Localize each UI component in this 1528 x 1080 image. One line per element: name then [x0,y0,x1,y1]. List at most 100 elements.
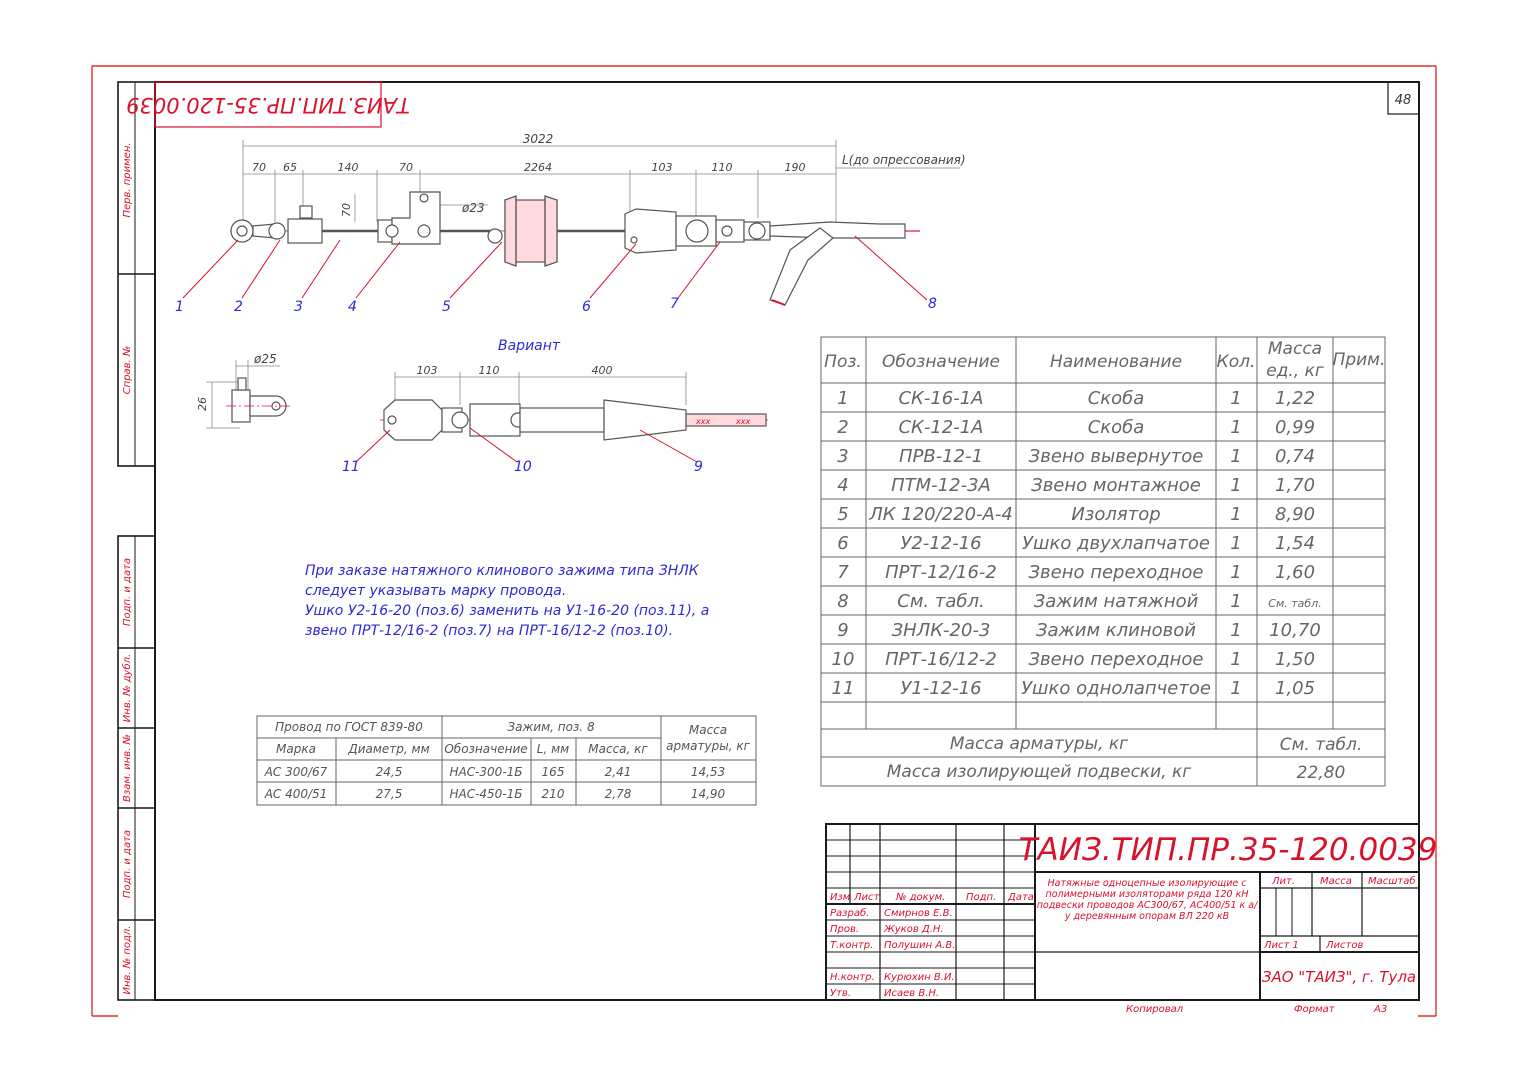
spec-qty: 1 [1230,591,1241,612]
tb-lit: Лит. [1271,876,1295,887]
callout-7: 7 [670,296,679,312]
spec-designation: См. табл. [897,591,984,612]
variant-dim-diameter: ø25 [253,352,277,366]
tb-role-2: Пров. [830,924,859,935]
wire-row-1-l: 165 [542,765,565,779]
title-desc-2: полимерными изоляторами ряда 120 кН [1046,889,1249,900]
wire-row-2-mass: 2,78 [605,787,632,801]
spec-name: Скоба [1088,417,1145,438]
tb-col-date: Дата [1007,892,1034,903]
tb-name-4: Курюхин В.И. [884,972,955,983]
note-line-1: При заказе натяжного клинового зажима ти… [305,563,699,579]
dim-vertical: 70 [340,203,353,217]
title-desc-3: подвески проводов АС300/67, АС400/51 к а… [1037,900,1259,911]
spec-name: Ушко однолапчетое [1021,678,1211,699]
tb-copied: Копировал [1126,1004,1184,1015]
wire-row-1-mass: 2,41 [605,765,632,779]
callout-3: 3 [294,299,303,315]
spec-name: Звено переходное [1028,649,1203,670]
tb-massa: Масса [1320,876,1352,887]
tb-scale: Масштаб [1368,875,1416,887]
spec-mass: 8,90 [1275,504,1315,525]
spec-name: Зажим клиновой [1036,620,1196,641]
title-desc-1: Натяжные одноцепные изолирующие с [1048,878,1248,889]
dim-total: 3022 [523,132,554,146]
spec-mass: 1,60 [1275,562,1315,583]
side-label-inv-podl: Инв. № подл. [122,926,133,995]
dim-190: 190 [785,161,806,174]
spec-qty: 1 [1230,649,1241,670]
callout-4: 4 [348,299,357,315]
spec-pos: 9 [837,620,848,641]
variant-callout-9: 9 [694,459,703,475]
spec-name: Звено монтажное [1031,475,1201,496]
variant-title: Вариант [498,338,561,354]
spec-mass: 0,99 [1275,417,1315,438]
spec-name: Изолятор [1071,504,1160,525]
spec-name: Звено переходное [1028,562,1203,583]
spec-head-name: Наименование [1050,352,1182,372]
spec-mass: 10,70 [1269,620,1321,641]
spec-designation: ПРТ-12/16-2 [885,562,997,583]
wire-table [256,715,757,806]
spec-designation: СК-12-1А [898,417,983,438]
dim-70b: 70 [399,161,413,174]
wire-table-group-wire: Провод по ГОСТ 839-80 [275,720,423,734]
callout-6: 6 [582,299,591,315]
dim-140: 140 [338,161,359,174]
tb-role-4: Н.контр. [830,972,875,983]
spec-name: Звено вывернутое [1029,446,1204,467]
side-label-vzam: Взам. инв. № [122,734,133,802]
spec-qty: 1 [1230,504,1241,525]
spec-head-pos: Поз. [824,352,862,372]
wire-table-col-desig: Обозначение [444,742,527,756]
spec-qty: 1 [1230,562,1241,583]
spec-name: Зажим натяжной [1034,591,1199,612]
dim-65: 65 [283,161,297,174]
tb-col-list: Лист [853,892,881,903]
wire-row-2-diam: 27,5 [376,787,403,801]
wire-row-2-total: 14,90 [691,787,726,801]
spec-mass: 0,74 [1275,446,1315,467]
wire-row-2-desig: НАС-450-1Б [449,787,522,801]
tb-name-1: Смирнов Е.В. [884,908,953,919]
wire-row-1-mark: АС 300/67 [264,765,328,779]
spec-head-note: Прим. [1333,350,1386,370]
dim-diameter: ø23 [461,201,485,215]
spec-mass: См. табл. [1268,597,1321,610]
spec-designation: ПРВ-12-1 [899,446,983,467]
note-line-3: Ушко У2-16-20 (поз.6) заменить на У1-16-… [305,603,710,619]
dim-length-label: L(до опрессования) [842,153,966,167]
spec-head-qty: Кол. [1217,352,1256,372]
spec-designation: ПРТ-16/12-2 [885,649,997,670]
spec-mass: 1,05 [1275,678,1315,699]
spec-qty: 1 [1230,388,1241,409]
callout-2: 2 [234,299,243,315]
spec-footer-value-1: См. табл. [1280,735,1363,755]
tb-name-5: Исаев В.Н. [884,988,939,999]
spec-designation: ЛК 120/220-А-4 [868,504,1013,525]
side-label-podp1: Подп. и дата [122,558,133,626]
spec-table-grid [820,336,1386,787]
spec-mass: 1,54 [1275,533,1315,554]
spec-designation: ЗНЛК-20-3 [892,620,991,641]
title-code: ТАИЗ.ТИП.ПР.35-120.0039 [1019,832,1438,868]
side-label-sprav: Справ. № [122,346,133,395]
dim-70a: 70 [252,161,266,174]
note-line-2: следует указывать марку провода. [305,583,567,599]
variant-drawing: Вариант 103 110 400 ø25 26 [196,338,770,475]
note-line-4: звено ПРТ-12/16-2 (поз.7) на ПРТ-16/12-2… [305,623,674,639]
spec-pos: 3 [837,446,848,467]
variant-dim-110: 110 [479,364,500,377]
spec-qty: 1 [1230,475,1241,496]
callout-5: 5 [442,299,451,315]
tb-format: Формат [1294,1004,1336,1015]
wire-row-1-diam: 24,5 [376,765,403,779]
spec-footer-label-2: Масса изолирующей подвески, кг [887,762,1192,782]
dim-110: 110 [712,161,733,174]
tb-company: ЗАО "ТАИЗ", г. Тула [1262,968,1416,986]
tb-role-3: Т.контр. [830,940,873,951]
wire-row-1-desig: НАС-300-1Б [449,765,522,779]
